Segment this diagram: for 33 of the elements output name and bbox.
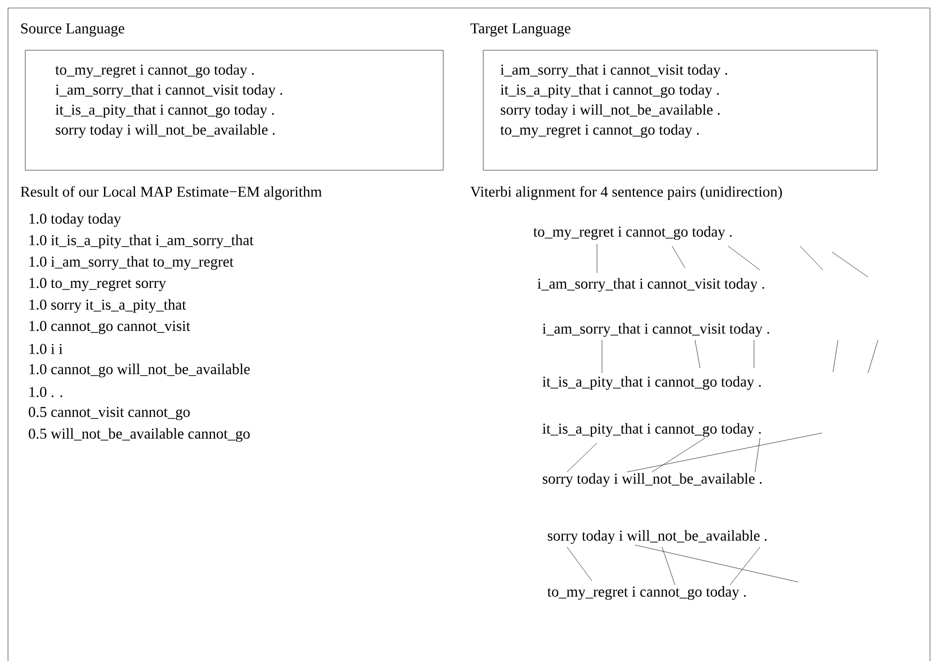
section-heading: Target Language [470, 23, 570, 37]
sentence: to_my_regret i cannot_go today . [533, 226, 732, 240]
list-item: 1.0 to_my_regret sorry [30, 278, 166, 292]
node-label: sorry today i will_not_be_available . [500, 104, 720, 118]
sentence: i_am_sorry_that i cannot_visit today . [542, 323, 770, 337]
node-label: to_my_regret i cannot_go today . [500, 124, 699, 138]
list-item: 1.0 today today [30, 213, 122, 227]
list-item: 0.5 will_not_be_available cannot_go [28, 428, 250, 442]
node-label: it_is_a_pity_that i cannot_go today . [500, 84, 719, 98]
list-item: 0.5 cannot_visit cannot_go [28, 406, 190, 420]
node-label: i_am_sorry_that i cannot_visit today . [56, 84, 282, 98]
list-item: 1.0 sorry it_is_a_pity_that [30, 299, 186, 313]
sentence: sorry today i will_not_be_available . [542, 473, 762, 487]
sentence: it_is_a_pity_that i cannot_go today . [542, 376, 761, 390]
section-heading: Source Language [21, 23, 124, 37]
sentence-list: i_am_sorry_that i cannot_visit today . it_is_a_pity_that i cannot_go today . sorry today i will_not_be_available . to_my_regret i cannot_go today . [500, 64, 728, 138]
section-heading: Result of our Local MAP Estimate−EM algorithm [20, 186, 322, 200]
node-label: it_is_a_pity_that i cannot_go today . [56, 104, 274, 118]
list-item: 1.0 i_am_sorry_that to_my_regret [30, 256, 234, 270]
node-label: i_am_sorry_that i cannot_visit today . [500, 64, 728, 78]
sentence: to_my_regret i cannot_go today . [547, 586, 746, 600]
list-item: 1.0 it_is_a_pity_that i_am_sorry_that [30, 234, 254, 248]
list-item: 1.0 i i [30, 344, 62, 354]
sentence: i_am_sorry_that i cannot_visit today . [538, 278, 764, 292]
list-item: 1.0 cannot_go cannot_visit [30, 320, 190, 334]
node-label: to_my_regret i cannot_go today . [55, 64, 254, 78]
sentence: it_is_a_pity_that i cannot_go today . [542, 423, 761, 437]
list-item: 1.0 . . [30, 386, 62, 398]
list-item: 1.0 cannot_go will_not_be_available [30, 364, 250, 378]
sentence-list: to_my_regret i cannot_go today . i_am_sorry_that i cannot_visit today . it_is_a_pity_that i cannot_go today . sorry today i will_not_be_available . [55, 64, 282, 138]
sentence: sorry today i will_not_be_available . [548, 530, 767, 544]
section-heading: Viterbi alignment for 4 sentence pairs (unidirection) [470, 186, 782, 200]
node-label: sorry today i will_not_be_available . [56, 124, 275, 138]
